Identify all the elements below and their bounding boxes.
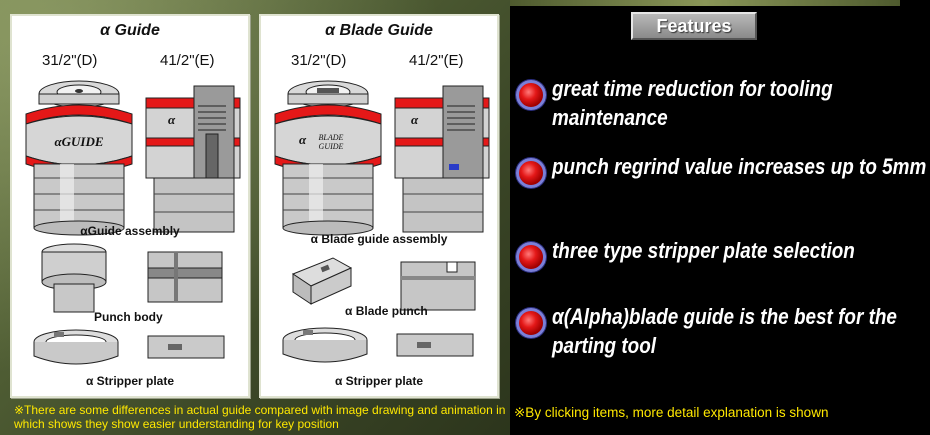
right-background xyxy=(510,0,900,435)
red-bullet-icon xyxy=(516,242,546,272)
blade-punch-caption[interactable]: α Blade punch xyxy=(345,304,428,318)
blade-guide-assembly-caption[interactable]: α Blade guide assembly xyxy=(310,232,448,246)
blade-punch-drawing[interactable] xyxy=(287,252,357,312)
blade-engraving-alpha-e: α xyxy=(411,112,419,127)
guide-stripper-caption[interactable]: α Stripper plate xyxy=(85,374,175,388)
punch-body-section-drawing[interactable] xyxy=(144,248,226,308)
engraving-alpha-e: α xyxy=(168,112,176,127)
guide-assembly-e-cutaway[interactable]: α xyxy=(140,76,246,236)
feature-text[interactable]: α(Alpha)blade guide is the best for the … xyxy=(552,304,897,358)
feature-text[interactable]: great time reduction for tooling mainten… xyxy=(552,76,833,130)
size-label-e: 41/2"(E) xyxy=(160,52,215,69)
stripper-plate-drawing[interactable] xyxy=(30,324,122,374)
red-bullet-icon xyxy=(516,158,546,188)
guide-assembly-caption[interactable]: αGuide assembly xyxy=(80,224,180,238)
svg-text:α: α xyxy=(168,112,176,127)
blade-engraving-alpha: α xyxy=(299,132,307,147)
punch-body-caption[interactable]: Punch body xyxy=(94,310,163,324)
drawing-difference-note: ※There are some differences in actual gu… xyxy=(14,403,506,431)
size-label-d: 31/2"(D) xyxy=(42,52,98,69)
svg-text:α: α xyxy=(299,132,307,147)
blade-stripper-caption[interactable]: α Stripper plate xyxy=(334,374,424,388)
alpha-blade-guide-panel: α Blade Guide 31/2"(D) 41/2"(E) α BLADE … xyxy=(259,14,499,398)
svg-text:αGUIDE: αGUIDE xyxy=(54,134,103,149)
feature-text[interactable]: three type stripper plate selection xyxy=(552,238,855,263)
engraving-text: GUIDE xyxy=(62,134,104,149)
blade-engraving-line1: BLADE xyxy=(319,133,344,142)
click-items-note: ※By clicking items, more detail explanat… xyxy=(514,405,829,420)
size-label-e: 41/2"(E) xyxy=(409,52,464,69)
blade-punch-section-drawing[interactable] xyxy=(397,258,479,316)
panel-title: α Blade Guide xyxy=(325,22,433,39)
punch-body-drawing[interactable] xyxy=(38,242,110,316)
size-label-d: 31/2"(D) xyxy=(291,52,347,69)
blade-stripper-plate-section-drawing[interactable] xyxy=(393,328,477,362)
red-bullet-icon xyxy=(516,80,546,110)
engraving-alpha: α xyxy=(54,134,62,149)
blade-engraving-line2: GUIDE xyxy=(319,142,344,151)
blade-stripper-plate-drawing[interactable] xyxy=(279,322,371,372)
blade-guide-assembly-d-drawing[interactable]: α BLADE GUIDE xyxy=(269,74,387,236)
svg-text:α: α xyxy=(411,112,419,127)
stripper-plate-section-drawing[interactable] xyxy=(144,330,228,364)
blade-guide-assembly-e-cutaway[interactable]: α xyxy=(389,76,495,236)
feature-text[interactable]: punch regrind value increases up to 5mm xyxy=(552,154,927,179)
panel-title: α Guide xyxy=(100,22,160,39)
features-header: Features xyxy=(631,12,757,40)
guide-assembly-d-drawing[interactable]: αGUIDE xyxy=(20,74,138,236)
alpha-guide-panel: α Guide 31/2"(D) 41/2"(E) αGUIDE α αGuid… xyxy=(10,14,250,398)
red-bullet-icon xyxy=(516,308,546,338)
